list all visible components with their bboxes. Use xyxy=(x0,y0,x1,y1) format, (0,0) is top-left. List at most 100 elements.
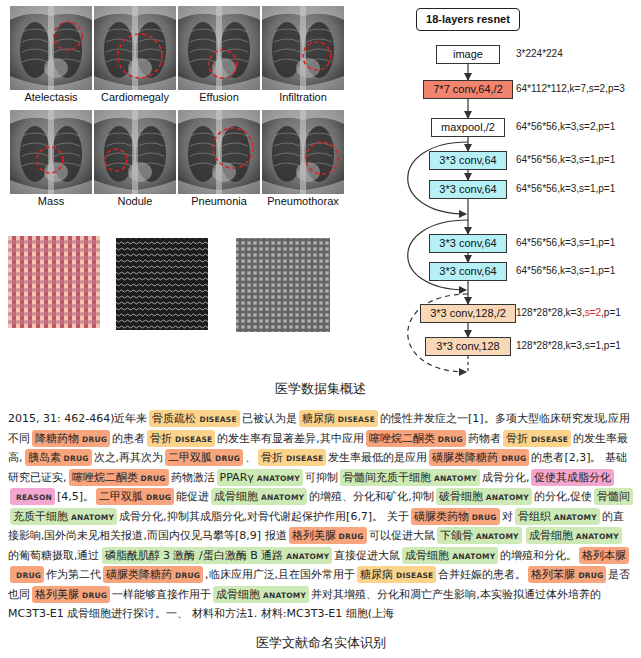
entity-text: 二甲双胍 xyxy=(168,451,212,464)
entity-tag: DISEASE xyxy=(175,435,212,444)
entity-highlight: 糖尿病DISEASE xyxy=(299,410,378,427)
caption: 医学数据集概述 xyxy=(0,380,641,398)
image-label: Nodule xyxy=(94,195,176,208)
box-label: 3*3 conv,64 xyxy=(439,183,496,195)
dimension-label: 64*56*56,k=3,s=2,p=1 xyxy=(516,121,615,133)
entity-highlight: 骨髓间充质干细胞ANATOMY xyxy=(340,469,480,486)
entity-highlight: 糖尿病DISEASE xyxy=(357,566,436,583)
plain-text: 已被认为是 xyxy=(242,412,297,425)
dimension-part: 128*28*28,k=3, xyxy=(516,307,585,318)
plain-text: 发生率最低的是应用 xyxy=(328,451,427,464)
flow-arrow xyxy=(467,199,468,234)
entity-highlight: 下颌骨ANATOMY xyxy=(437,527,522,544)
entity-text: 二甲双胍 xyxy=(99,490,143,503)
entity-tag: DRUG xyxy=(16,571,41,580)
entity-highlight: 成骨细胞ANATOMY xyxy=(526,527,622,544)
image-label: Infiltration xyxy=(262,91,344,104)
entity-text: 骨折 xyxy=(261,451,283,464)
flow-arrow xyxy=(467,64,468,80)
entity-text: PPARγ xyxy=(220,471,254,484)
flow-arrow xyxy=(467,170,468,180)
entity-text: 磺脲类降糖药 xyxy=(106,568,172,581)
plain-text: 直接促进大鼠 xyxy=(334,549,400,562)
plain-text: 次之,再其次为 xyxy=(94,451,164,464)
box-label: image xyxy=(453,48,483,60)
plain-text: 可以促进大鼠 xyxy=(369,529,435,542)
entity-text: 噻唑烷二酮类 xyxy=(72,471,138,484)
entity-tag: DRUG xyxy=(141,474,166,483)
entity-highlight: 成骨细胞ANATOMY xyxy=(211,488,307,505)
entity-text: 骨折 xyxy=(506,432,528,445)
entity-highlight: 破骨细胞ANATOMY xyxy=(436,488,532,505)
entity-tag: ANATOMY xyxy=(452,552,495,561)
entity-text: 糖尿病 xyxy=(302,412,335,425)
entity-tag: ANATOMY xyxy=(554,513,597,522)
image-label: Atelectasis xyxy=(10,91,92,104)
entity-tag: REASON xyxy=(16,493,52,502)
entity-tag: DRUG xyxy=(501,454,526,463)
box-label: 3*3 conv,64 xyxy=(439,237,496,249)
entity-text: 格列本脲 xyxy=(582,549,626,562)
entity-tag: ANATOMY xyxy=(486,493,529,502)
dimension-label: 128*28*28,k=3,s=2,p=1 xyxy=(516,307,621,319)
plain-text: 药物激活 xyxy=(171,471,215,484)
conv-box: 7*7 conv,64,/2 xyxy=(423,80,513,99)
box-label: 3*3 conv,128 xyxy=(436,340,499,352)
caption: 医学文献命名实体识别 xyxy=(0,634,641,652)
box-label: 7*7 conv,64,/2 xyxy=(433,83,503,95)
entity-text: 成骨细胞 xyxy=(214,490,258,503)
box-label: 3*3 conv,128,/2 xyxy=(430,307,506,319)
entity-text: 噻唑烷二酮类 xyxy=(369,432,435,445)
input-box: image xyxy=(436,45,500,64)
flow-arrow xyxy=(467,281,468,304)
entity-highlight: 降糖药物DRUG xyxy=(32,430,110,447)
entity-tag: DRUG xyxy=(472,513,497,522)
entity-tag: ANATOMY xyxy=(261,493,304,502)
dimension-label: 64*112*112,k=7,s=2,p=3 xyxy=(516,83,625,95)
plain-text: 、 xyxy=(245,451,256,464)
flow-arrow xyxy=(467,137,468,151)
entity-tag: ANATOMY xyxy=(576,532,619,541)
conv-box: 3*3 conv,64 xyxy=(429,262,507,281)
entity-text: 下颌骨 xyxy=(440,529,473,542)
plain-text: 成骨分化, xyxy=(482,471,530,484)
entity-text: 胰岛素 xyxy=(28,451,61,464)
entity-highlight: 骨折DISEASE xyxy=(503,430,571,447)
entity-highlight: 二甲双胍DRUG xyxy=(96,488,174,505)
entity-highlight: 成骨细胞ANATOMY xyxy=(402,547,498,564)
entity-text: 骨髓间充质干细胞 xyxy=(343,471,431,484)
entity-text: 骨质疏松 xyxy=(152,412,196,425)
entity-highlight: 骨折DISEASE xyxy=(147,430,215,447)
entity-tag: DISEASE xyxy=(338,415,375,424)
plain-text: 的发生率有显著差异,其中应用 xyxy=(217,432,364,445)
flow-arrow xyxy=(467,323,468,337)
entity-tag: DRUG xyxy=(578,571,603,580)
entity-highlight: 磺脲类降糖药DRUG xyxy=(429,449,529,466)
entity-highlight: 噻唑烷二酮类DRUG xyxy=(366,430,466,447)
conv-box: 3*3 conv,64 xyxy=(429,180,507,199)
pool-box: maxpool,/2 xyxy=(431,118,505,137)
entity-text: 磺脲类药物 xyxy=(414,510,469,523)
plain-text: 一样能够直接作用于 xyxy=(112,588,211,601)
entity-highlight: 磺脲类降糖药DRUG xyxy=(103,566,203,583)
xray-grid xyxy=(8,4,346,212)
plain-text: 的患者 xyxy=(112,432,145,445)
entity-tag: DRUG xyxy=(339,532,364,541)
entity-tag: DRUG xyxy=(215,454,240,463)
entity-tag: ANATOMY xyxy=(257,474,300,483)
entity-highlight: 骨折DISEASE xyxy=(258,449,326,466)
entity-tag: DRUG xyxy=(64,454,89,463)
plain-text: 成骨分化,抑制其成脂分化,对骨代谢起保护作用[6,7]。 关于 xyxy=(119,510,409,523)
entity-tag: DRUG xyxy=(82,435,107,444)
box-label: 18-layers resnet xyxy=(426,13,510,25)
entity-text: 成骨细胞 xyxy=(529,529,573,542)
flow-arrow xyxy=(467,253,468,262)
entity-tag: DRUG xyxy=(438,435,463,444)
conv-box: 3*3 conv,128,/2 xyxy=(420,304,516,323)
entity-text: 破骨细胞 xyxy=(439,490,483,503)
plain-text: 的分化,促使 xyxy=(534,490,593,503)
entity-highlight: 磷脂酰肌醇 3 激酶 /蛋白激酶 B 通路ANATOMY xyxy=(102,547,333,564)
entity-tag: DISEASE xyxy=(396,571,433,580)
entity-tag: DISEASE xyxy=(286,454,323,463)
entity-text: 磷脂酰肌醇 3 激酶 /蛋白激酶 B 通路 xyxy=(105,549,284,562)
